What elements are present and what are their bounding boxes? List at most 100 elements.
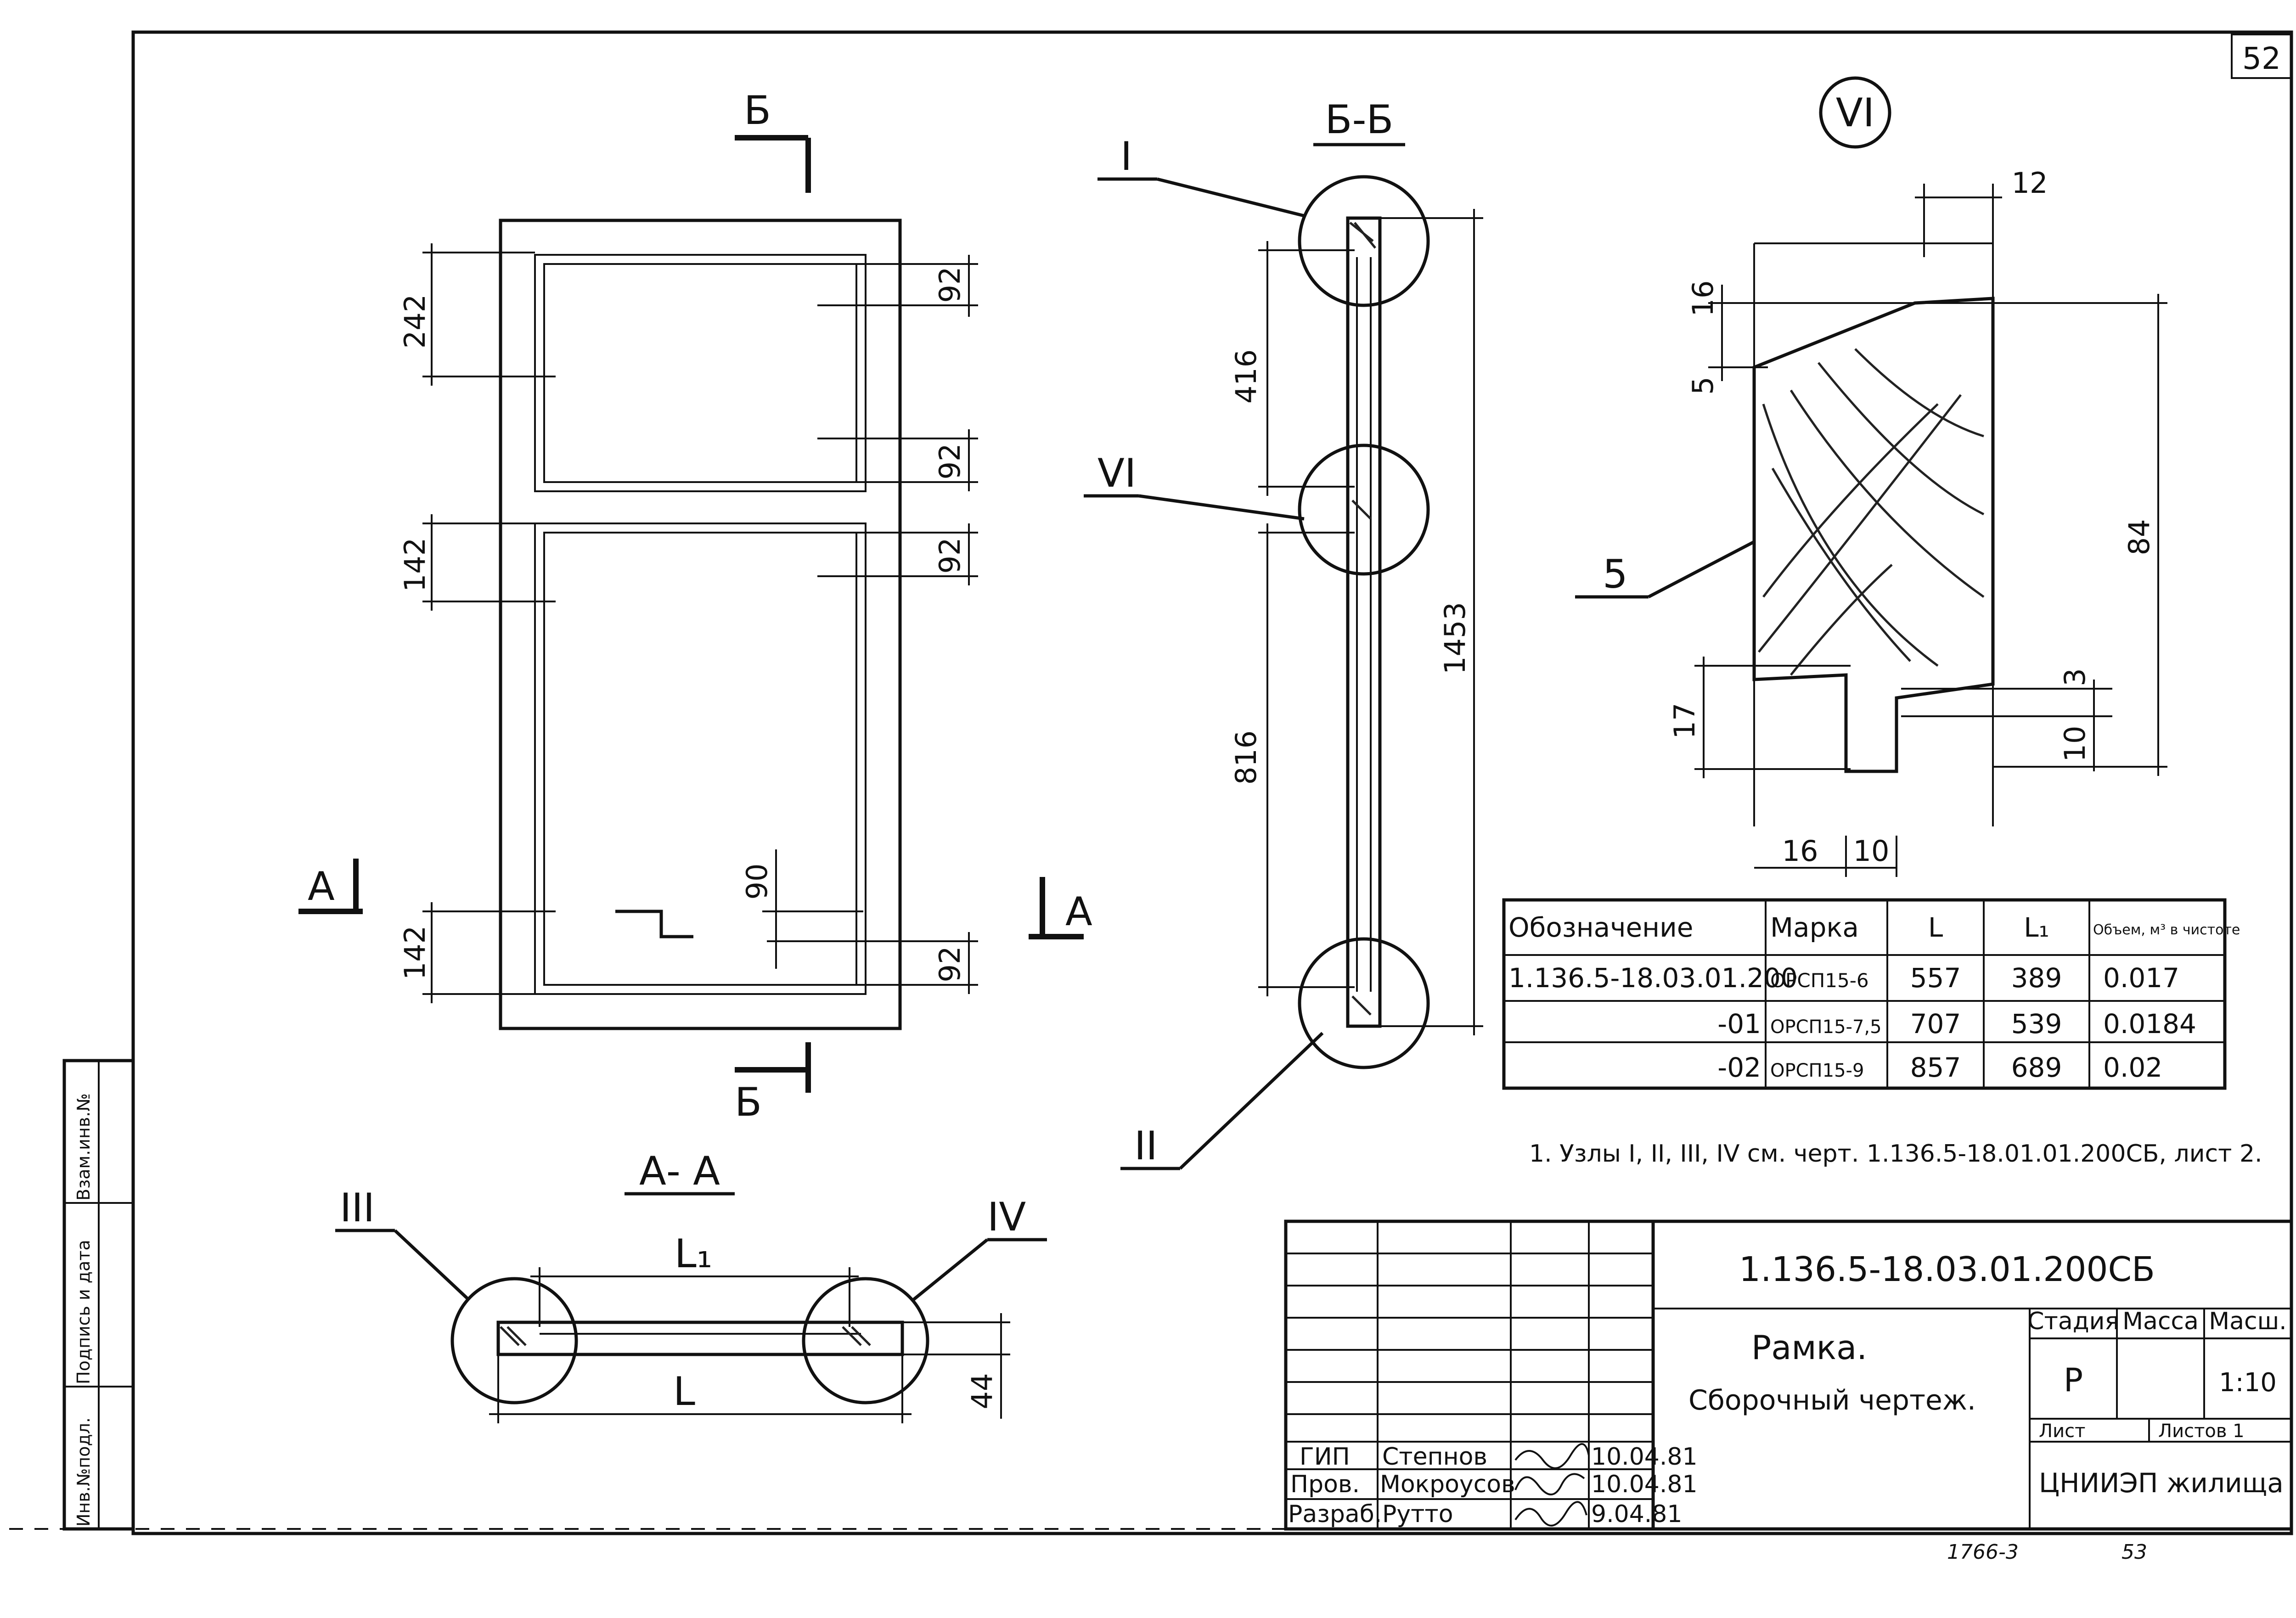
table-cell: 0.0184 bbox=[2103, 1008, 2196, 1039]
table-row: -02 ОРСП15-9 857 689 0.02 bbox=[1717, 1052, 2162, 1083]
dim-816: 816 bbox=[1229, 730, 1263, 785]
table-cell: 689 bbox=[2011, 1052, 2062, 1083]
mass-label: Масса bbox=[2122, 1308, 2199, 1335]
drawing-title: Рамка. bbox=[1751, 1328, 1867, 1367]
dim-92-c: 92 bbox=[933, 538, 967, 574]
dim-92-b: 92 bbox=[933, 444, 967, 480]
table-cell: -01 bbox=[1717, 1008, 1761, 1039]
table-cell: 557 bbox=[1910, 962, 1961, 994]
stamp-sign-date: Подпись и дата bbox=[73, 1240, 94, 1384]
section-bb: Б-Б 416 816 1453 bbox=[1084, 97, 1483, 1170]
table-header-volume: Объем, м³ в чистоте bbox=[2093, 922, 2240, 938]
sheet-number: 52 bbox=[2242, 41, 2281, 76]
section-mark-a-left: А bbox=[308, 864, 335, 910]
section-mark-b-bottom: Б bbox=[735, 1079, 762, 1125]
dim-416: 416 bbox=[1229, 349, 1263, 404]
detail-vi-title: VI bbox=[1836, 90, 1874, 136]
dim-142-bottom: 142 bbox=[398, 926, 432, 980]
section-mark-b-top: Б bbox=[744, 88, 771, 134]
dim-l1: L₁ bbox=[675, 1231, 712, 1277]
dim-84: 84 bbox=[2122, 519, 2156, 556]
signature-role: Пров. bbox=[1290, 1471, 1360, 1498]
table-cell: ОРСП15-9 bbox=[1770, 1060, 1864, 1081]
signature-row: ГИП Степнов 10.04.81 bbox=[1300, 1443, 1698, 1471]
stamp-replace-inv: Взам.инв.№ bbox=[73, 1093, 94, 1201]
table-header-l1: L₁ bbox=[2024, 912, 2049, 943]
signature-role: ГИП bbox=[1300, 1443, 1350, 1471]
detail-vi: VI 12 16 5 84 17 3 bbox=[1575, 76, 2167, 877]
side-stamp: Инв.№подл. Подпись и дата Взам.инв.№ bbox=[62, 1059, 135, 1531]
node-label-vi: VI bbox=[1097, 450, 1136, 496]
section-aa: А- А L₁ L 44 III IV bbox=[335, 1148, 1047, 1423]
drawing-subtitle: Сборочный чертеж. bbox=[1688, 1384, 1976, 1416]
handwritten-signature bbox=[1514, 1473, 1585, 1495]
footer-page: 53 bbox=[2122, 1540, 2147, 1564]
section-aa-title: А- А bbox=[639, 1148, 720, 1194]
table-header-designation: Обозначение bbox=[1508, 912, 1693, 943]
dim-12: 12 bbox=[2012, 166, 2048, 200]
signature-date: 9.04.81 bbox=[1591, 1500, 1682, 1528]
node-label-iii: III bbox=[340, 1185, 375, 1231]
dim-5: 5 bbox=[1686, 376, 1720, 394]
dim-16-bottom: 16 bbox=[1782, 834, 1818, 868]
handwritten-signature bbox=[1514, 1443, 1590, 1469]
node-label-iv: IV bbox=[987, 1194, 1026, 1240]
spec-table: Обозначение Марка L L₁ Объем, м³ в чисто… bbox=[1502, 898, 2240, 1090]
drawing-code: 1.136.5-18.03.01.200СБ bbox=[1739, 1250, 2155, 1289]
signature-row: Разраб. Рутто 9.04.81 bbox=[1288, 1500, 1682, 1528]
dim-10-bottom: 10 bbox=[1853, 834, 1890, 868]
organization: ЦНИИЭП жилища bbox=[2039, 1467, 2284, 1499]
signature-name: Рутто bbox=[1382, 1500, 1453, 1528]
table-row: -01 ОРСП15-7,5 707 539 0.0184 bbox=[1717, 1008, 2196, 1039]
stage-value: Р bbox=[2064, 1361, 2083, 1399]
dim-242: 242 bbox=[398, 294, 432, 348]
scale-value: 1:10 bbox=[2219, 1368, 2277, 1398]
front-view: 242 142 142 92 92 92 92 90 bbox=[298, 88, 1092, 1125]
table-header-mark: Марка bbox=[1770, 912, 1859, 943]
footer-code: 1766-3 bbox=[1947, 1540, 2019, 1564]
dim-16-top: 16 bbox=[1686, 281, 1720, 317]
section-mark-a-right: А bbox=[1065, 889, 1092, 935]
dim-17: 17 bbox=[1668, 703, 1701, 739]
table-cell: ОРСП15-7,5 bbox=[1770, 1017, 1882, 1038]
table-cell: 0.017 bbox=[2103, 962, 2179, 994]
signature-date: 10.04.81 bbox=[1591, 1443, 1698, 1471]
dim-90: 90 bbox=[740, 864, 774, 900]
dim-92-d: 92 bbox=[933, 946, 967, 983]
dim-l: L bbox=[673, 1369, 695, 1415]
signature-row: Пров. Мокроусов 10.04.81 bbox=[1290, 1471, 1698, 1498]
dim-3: 3 bbox=[2058, 668, 2092, 686]
drawing-note: 1. Узлы I, II, III, IV см. черт. 1.136.5… bbox=[1529, 1140, 2262, 1168]
signature-name: Мокроусов bbox=[1380, 1471, 1515, 1498]
table-cell: 1.136.5-18.03.01.200 bbox=[1508, 962, 1798, 994]
sheet-label: Лист bbox=[2039, 1421, 2085, 1442]
table-cell: 0.02 bbox=[2103, 1052, 2162, 1083]
table-cell: 539 bbox=[2011, 1008, 2062, 1039]
handwritten-signature bbox=[1514, 1501, 1587, 1527]
signature-date: 10.04.81 bbox=[1591, 1471, 1698, 1498]
table-cell: 707 bbox=[1910, 1008, 1961, 1039]
sheets-count-label: Листов 1 bbox=[2158, 1421, 2245, 1442]
table-header-l: L bbox=[1928, 912, 1943, 943]
detail-callout-5: 5 bbox=[1603, 551, 1628, 597]
scale-label: Масш. bbox=[2209, 1308, 2286, 1335]
table-row: 1.136.5-18.03.01.200 ОРСП15-6 557 389 0.… bbox=[1508, 962, 2179, 994]
table-cell: 857 bbox=[1910, 1052, 1961, 1083]
dim-1453: 1453 bbox=[1438, 602, 1472, 674]
table-cell: ОРСП15-6 bbox=[1770, 969, 1869, 992]
table-cell: -02 bbox=[1717, 1052, 1761, 1083]
signature-name: Степнов bbox=[1382, 1443, 1487, 1471]
dim-44: 44 bbox=[965, 1373, 999, 1410]
node-label-i: I bbox=[1120, 134, 1132, 180]
title-block: 1.136.5-18.03.01.200СБ Рамка. Сборочный … bbox=[1284, 1219, 2293, 1531]
signature-role: Разраб. bbox=[1288, 1500, 1382, 1528]
stamp-inv-no: Инв.№подл. bbox=[73, 1417, 94, 1527]
stage-label: Стадия bbox=[2027, 1308, 2119, 1335]
dim-142-top: 142 bbox=[398, 538, 432, 592]
table-cell: 389 bbox=[2011, 962, 2062, 994]
node-label-ii: II bbox=[1134, 1123, 1158, 1169]
dim-92-a: 92 bbox=[933, 267, 967, 303]
section-bb-title: Б-Б bbox=[1325, 97, 1393, 143]
dim-10-vertical: 10 bbox=[2058, 726, 2092, 762]
